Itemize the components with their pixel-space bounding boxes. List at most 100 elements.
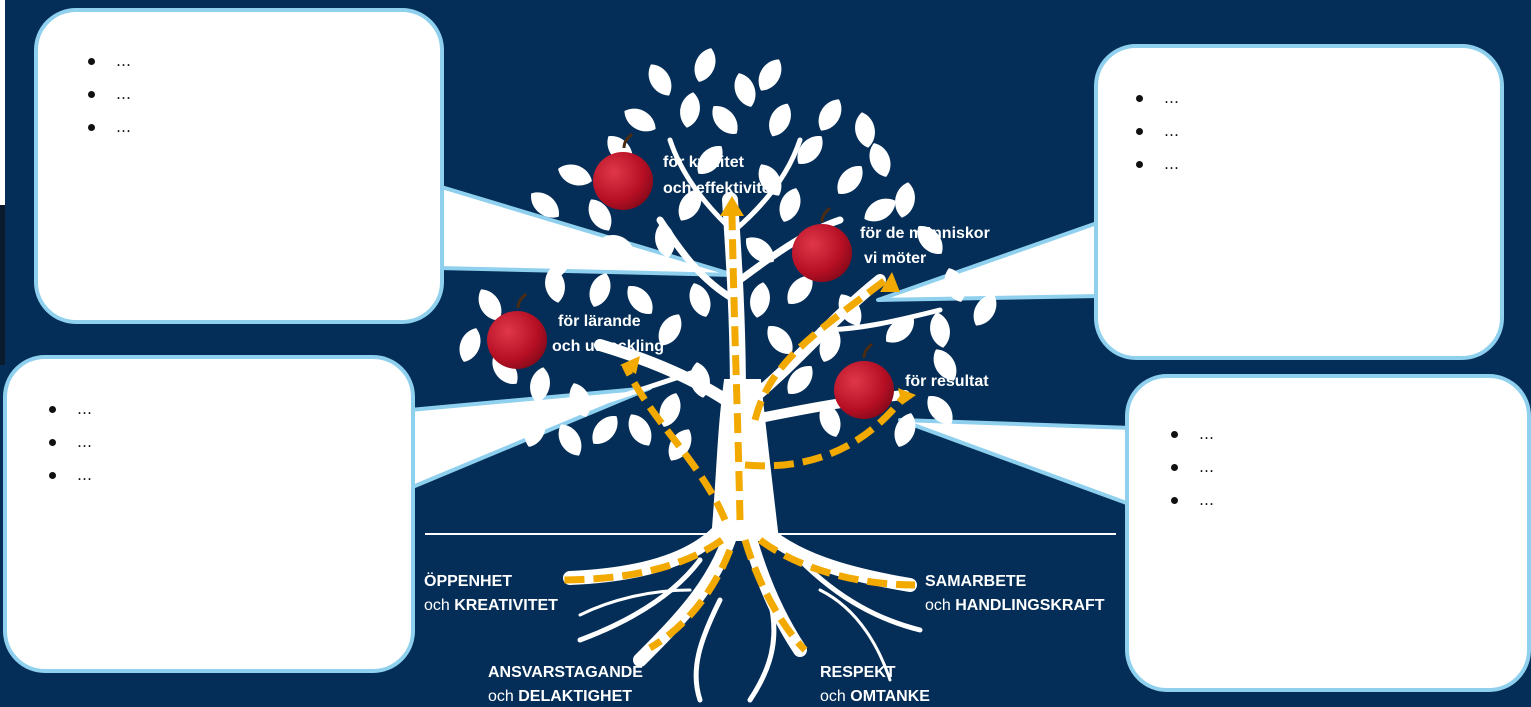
fruit-labels: för kvalitet och effektivitet för de män… [552, 154, 990, 390]
leaf-icon [818, 99, 842, 131]
leaf-icon [558, 424, 582, 456]
leaf-icon [927, 396, 953, 424]
leaf-icon [659, 393, 681, 427]
leaf-icon [697, 146, 723, 174]
fruit-label-people-1: för de människor [860, 225, 990, 242]
list-item: … [47, 393, 411, 426]
leaf-icon [750, 282, 770, 318]
list-item: … [47, 426, 411, 459]
leaf-icon [758, 164, 782, 196]
fruit-label-learning-1: för lärande [558, 313, 641, 330]
list-item: … [86, 78, 440, 111]
callout-list: … … … [47, 393, 411, 492]
leaf-icon [894, 413, 916, 447]
leaf-icon [944, 268, 966, 302]
leaf-icon [558, 164, 592, 186]
dash-arrowheads [620, 196, 916, 405]
leaf-icon [592, 416, 618, 444]
fruit-label-quality-1: för kvalitet [663, 154, 745, 171]
leaf-icon [797, 136, 823, 164]
list-item: … [1134, 148, 1500, 181]
leaf-icon [930, 312, 950, 348]
left-edge-strip-dark [0, 205, 5, 365]
leaf-icon [689, 283, 711, 317]
leaf-icon [895, 182, 915, 218]
root-label-respect: RESPEKT [820, 664, 896, 681]
callout-bottom-right[interactable]: … … … [1125, 374, 1531, 692]
root-label-responsibility-line2: och DELAKTIGHET [488, 688, 632, 705]
leaf-icon [819, 328, 841, 362]
fruit-label-results: för resultat [905, 373, 989, 390]
list-item: … [1169, 484, 1527, 517]
leaf-icon [787, 276, 813, 304]
leaf-icon [624, 108, 656, 132]
apple-icon [834, 342, 894, 419]
callout-list: … … … [86, 45, 440, 144]
leaf-icon [819, 403, 841, 437]
leaf-icon [694, 48, 716, 82]
leaf-icon [597, 235, 633, 255]
root-label-respect-line2: och OMTANKE [820, 688, 930, 705]
callout-list: … … … [1134, 82, 1500, 181]
list-item: … [1169, 451, 1527, 484]
list-item: … [1134, 115, 1500, 148]
leaf-icon [864, 198, 896, 222]
leaf-icon [627, 286, 653, 314]
leaf-icon [973, 294, 997, 326]
leaf-icon [628, 414, 652, 446]
dashed-growth-path [559, 214, 916, 653]
leaf-icon [690, 362, 710, 398]
list-item: … [86, 111, 440, 144]
leaf-icon [531, 192, 559, 218]
leaf-icon [767, 326, 793, 354]
leaf-icon [917, 226, 943, 254]
leaf-icon [478, 289, 502, 321]
fruit-label-learning-2: och utveckling [552, 338, 664, 355]
callout-bottom-left[interactable]: … … … [3, 355, 415, 673]
tree-leaves [459, 48, 997, 461]
leaf-icon [658, 314, 682, 346]
apple-icon [593, 132, 653, 210]
leaf-icon [837, 166, 863, 194]
list-item: … [86, 45, 440, 78]
root-labels: ÖPPENHET och KREATIVITET SAMARBETE och H… [424, 571, 1105, 705]
leaf-icon [779, 188, 801, 222]
left-edge-strip [0, 0, 5, 205]
leaf-icon [758, 59, 782, 91]
leaf-icon [855, 112, 875, 148]
root-label-cooperation-line2: och HANDLINGSKRAFT [925, 597, 1105, 614]
root-label-openness-line2: och KREATIVITET [424, 597, 558, 614]
fruit-label-quality-2: och effektivitet [663, 180, 777, 197]
root-label-openness: ÖPPENHET [424, 571, 512, 590]
leaf-icon [678, 189, 702, 221]
list-item: … [1134, 82, 1500, 115]
leaf-icon [569, 383, 591, 417]
leaf-icon [869, 143, 891, 177]
pointer-bottom-right [898, 418, 1134, 507]
leaf-icon [588, 199, 612, 231]
leaf-icon [787, 366, 813, 394]
root-label-responsibility: ANSVARSTAGANDE [488, 664, 643, 681]
list-item: … [47, 459, 411, 492]
leaf-icon [886, 317, 914, 343]
callout-top-left[interactable]: … … … [34, 8, 444, 324]
leaf-icon [459, 328, 481, 362]
leaf-icon [712, 106, 738, 134]
leaf-icon [530, 367, 550, 403]
leaf-icon [589, 273, 611, 307]
callout-top-right[interactable]: … … … [1094, 44, 1504, 360]
leaf-icon [769, 103, 791, 137]
leaf-icon [655, 222, 675, 258]
leaf-icon [550, 242, 570, 278]
root-label-cooperation: SAMARBETE [925, 573, 1027, 590]
apple-icon [487, 292, 547, 369]
callout-list: … … … [1169, 418, 1527, 517]
apple-icon [792, 206, 852, 282]
leaf-icon [933, 349, 957, 381]
leaf-icon [509, 223, 531, 257]
leaf-icon [680, 92, 700, 128]
leaf-icon [524, 413, 546, 447]
leaf-icon [648, 64, 672, 96]
leaf-icon [734, 73, 756, 107]
